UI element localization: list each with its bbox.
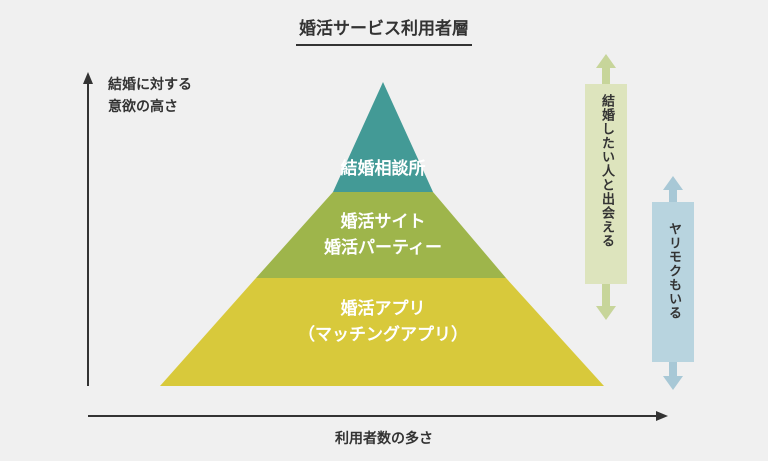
tier-middle-label-line2: 婚活パーティー	[324, 238, 442, 258]
tier-middle-label: 婚活サイト 婚活パーティー	[283, 209, 483, 261]
tier-middle-shape	[256, 192, 506, 278]
tier-bottom-shape	[160, 278, 604, 386]
tier-bottom-label-line2: （マッチングアプリ）	[298, 325, 468, 345]
x-axis-label: 利用者数の多さ	[335, 431, 433, 447]
title-underline	[296, 44, 472, 46]
page-title: 婚活サービス利用者層	[299, 19, 469, 39]
x-axis-arrowhead	[656, 411, 668, 421]
y-axis-label-line1: 結婚に対する	[108, 77, 192, 93]
tier-top-label-line1: 結婚相談所	[340, 159, 426, 179]
y-axis-label: 結婚に対する 意欲の高さ	[108, 74, 192, 118]
side-bar-casual-label: ヤリモクもいる	[666, 222, 681, 320]
side-bar-casual	[652, 176, 694, 390]
side-bar-serious	[585, 54, 627, 320]
tier-bottom-label: 婚活アプリ （マッチングアプリ）	[258, 296, 508, 348]
tier-bottom-label-line1: 婚活アプリ	[340, 299, 426, 319]
y-axis-arrowhead	[83, 72, 93, 84]
tier-top-label: 結婚相談所	[283, 156, 483, 182]
tier-middle-label-line1: 婚活サイト	[340, 212, 426, 232]
tier-top-shape	[333, 82, 433, 192]
y-axis-label-line2: 意欲の高さ	[108, 99, 178, 115]
side-bar-serious-label: 結婚したい人と出会える	[599, 94, 614, 248]
